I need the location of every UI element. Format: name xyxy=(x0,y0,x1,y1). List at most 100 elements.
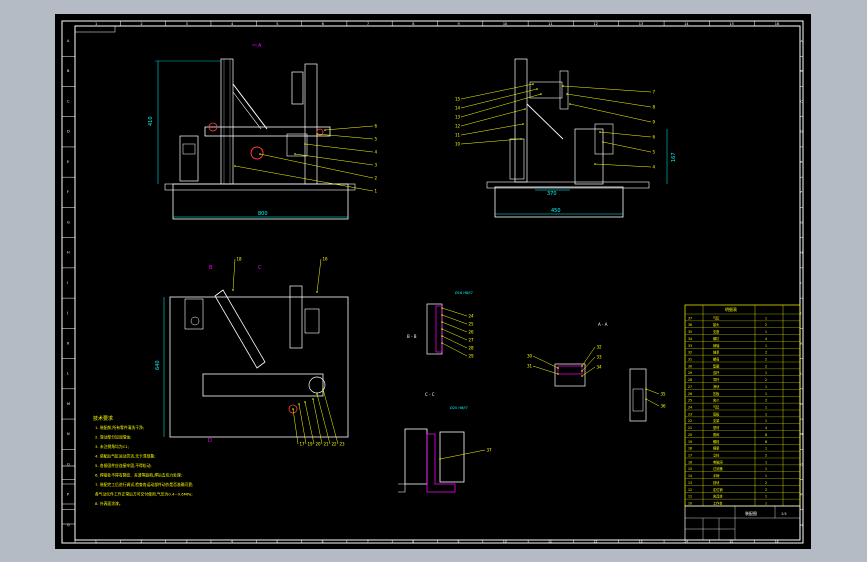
detail-a-hatch xyxy=(435,305,443,353)
detail-c-bowl xyxy=(632,388,644,412)
zone-marker-top: 16 xyxy=(775,22,779,26)
detail-d-hatch xyxy=(426,433,456,493)
zone-marker-bottom: 7 xyxy=(367,540,369,544)
bom-cell-qty: 1 xyxy=(765,371,767,375)
title-block[interactable]: 装配图 1:5 xyxy=(684,505,801,541)
zone-marker-bottom: 16 xyxy=(775,540,779,544)
bom-cell-name: 挡块 xyxy=(713,480,720,485)
plan-slanted-bar xyxy=(214,289,266,369)
bom-cell-no: 25 xyxy=(688,399,692,403)
drawing-canvas[interactable]: 1122334455667788991010111112121313141415… xyxy=(55,14,811,549)
plan-arm xyxy=(202,373,324,397)
table-frame xyxy=(164,183,356,191)
zone-marker-bottom: 12 xyxy=(593,540,597,544)
front-height-dim: 410 xyxy=(148,116,154,126)
zone-marker-right: O xyxy=(801,462,804,466)
leader-dot xyxy=(645,388,647,390)
zone-marker-left: N xyxy=(67,432,70,436)
detail-c-body xyxy=(629,368,647,422)
zone-marker-bottom: 13 xyxy=(639,540,643,544)
balloon-label: 31 xyxy=(527,364,533,369)
balloon-label: 5 xyxy=(375,137,378,142)
bom-cell-qty: 2 xyxy=(765,488,767,492)
plan-height-dim: 640 xyxy=(155,360,161,370)
detail-b-body xyxy=(554,363,586,387)
balloon-label: 37 xyxy=(487,448,493,453)
bom-cell-qty: 1 xyxy=(765,460,767,464)
plan-pivot xyxy=(308,376,326,394)
leader-dot xyxy=(581,375,583,377)
leader-dot xyxy=(316,393,318,395)
balloon-label: 24 xyxy=(469,314,475,319)
leader-dot xyxy=(566,93,568,95)
zone-marker-right: E xyxy=(801,160,803,164)
leader-line xyxy=(581,346,596,367)
zone-marker-left: I xyxy=(67,281,68,285)
balloon-label: 28 xyxy=(469,346,475,351)
bom-cell-qty: 8 xyxy=(765,433,767,437)
bom-cell-name: 销轴 xyxy=(713,343,719,348)
leader-line xyxy=(441,342,468,357)
leader-line xyxy=(316,258,322,293)
leader-line xyxy=(441,307,468,317)
bom-cell-no: 18 xyxy=(688,447,692,451)
zone-marker-left: P xyxy=(67,493,69,497)
leader-dot xyxy=(557,367,559,369)
zone-marker-bottom: 9 xyxy=(458,540,460,544)
balloon-label: 7 xyxy=(653,90,656,95)
bom-cell-no: 30 xyxy=(688,364,692,368)
bom-cell-qty: 1 xyxy=(765,502,767,506)
balloon-label: 32 xyxy=(597,345,603,350)
balloon-label: 29 xyxy=(469,354,475,359)
leader-line xyxy=(316,393,331,445)
zone-marker-left: D xyxy=(67,130,70,134)
bom-cell-qty: 1 xyxy=(765,467,767,471)
side-motor xyxy=(574,128,604,185)
leader-dot xyxy=(441,342,443,344)
bom-title: 明细表 xyxy=(725,306,737,312)
zone-marker-right: M xyxy=(801,402,804,406)
bom-cell-name: 压板 xyxy=(713,391,720,396)
zone-marker-bottom: 10 xyxy=(503,540,507,544)
zone-marker-top: 6 xyxy=(322,22,324,26)
balloon-label: 14 xyxy=(455,106,461,111)
balloon-label: 6 xyxy=(375,124,378,129)
front-base-dim: 800 xyxy=(258,211,268,217)
bom-cell-name: 手柄 xyxy=(713,473,720,478)
drawing-title: 装配图 xyxy=(745,510,757,516)
leader-line xyxy=(581,366,596,377)
detail-d-body xyxy=(404,428,428,485)
bom-cell-no: 21 xyxy=(688,426,692,430)
bom-cell-qty: 1 xyxy=(765,495,767,499)
side-dim-base: 450 xyxy=(551,208,561,214)
zone-marker-top: 4 xyxy=(231,22,234,26)
balloon-label: 12 xyxy=(455,124,461,129)
balloon-label: 23 xyxy=(340,442,346,447)
leader-dot xyxy=(557,373,559,375)
detail-view-d[interactable]: C - C Ø20 H8/f7 37 xyxy=(398,392,493,493)
bom-cell-qty: 1 xyxy=(765,385,767,389)
pivot-joint xyxy=(250,146,264,160)
leader-dot xyxy=(594,163,596,165)
bom-cell-name: 导杆 xyxy=(713,377,720,382)
side-dim-right: 167 xyxy=(671,152,677,162)
leader-dot xyxy=(441,307,443,309)
leader-dot xyxy=(304,401,306,403)
leader-dot xyxy=(524,108,526,110)
bom-cell-no: 14 xyxy=(688,474,692,478)
plan-pivot xyxy=(288,404,298,414)
leader-line xyxy=(322,388,339,445)
bom-cell-name: 底板 xyxy=(713,411,720,416)
bom-cell-no: 33 xyxy=(688,344,692,348)
tech-requirement-line: 5. 各紧固件应连接牢固,不得松动; xyxy=(95,463,152,468)
